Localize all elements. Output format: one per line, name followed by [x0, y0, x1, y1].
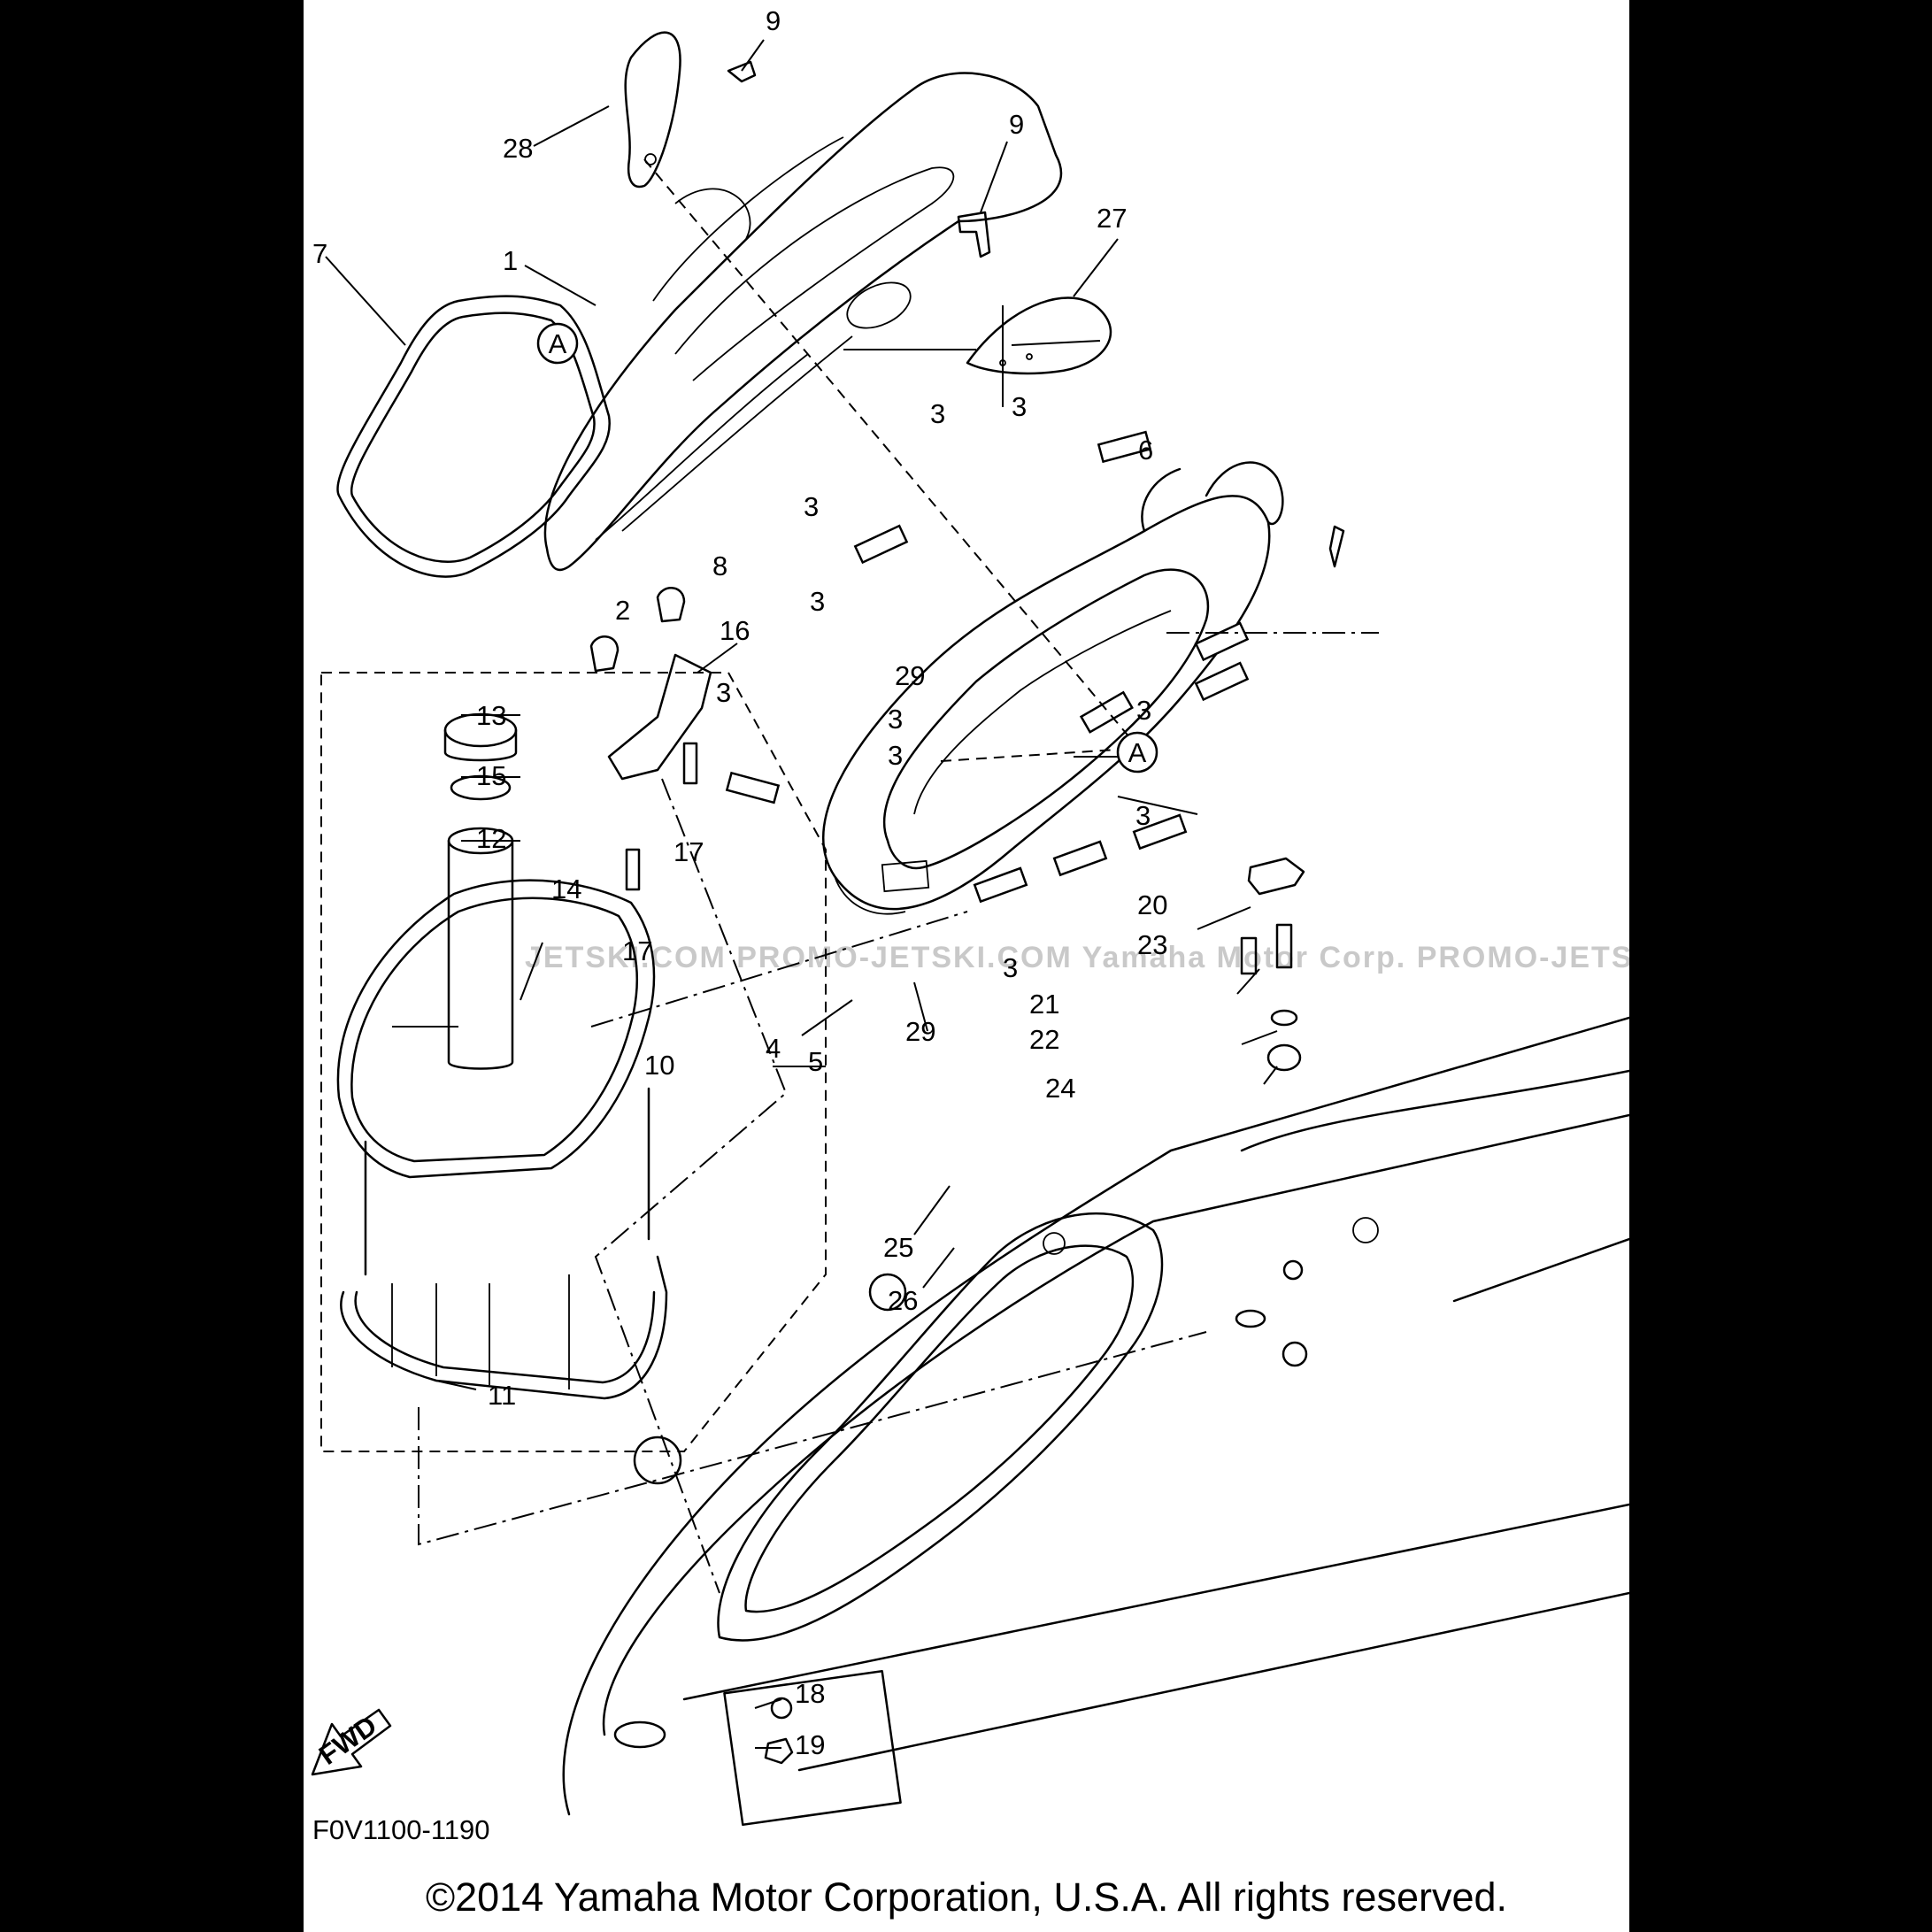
- part-28-cover: [624, 31, 681, 189]
- diagram-code: F0V1100-1190: [312, 1814, 490, 1845]
- assembly-line-4: [418, 1331, 1207, 1546]
- label-3-i: 3: [1135, 800, 1151, 831]
- label-7: 7: [312, 238, 327, 269]
- part-6-screw: [1328, 525, 1345, 568]
- parts-21-24-fasteners: [1240, 923, 1302, 1072]
- label-22: 22: [1029, 1024, 1059, 1055]
- label-3-j: 3: [1003, 952, 1018, 983]
- label-2: 2: [615, 595, 630, 626]
- label-24: 24: [1045, 1073, 1075, 1104]
- label-3-f: 3: [888, 704, 903, 735]
- parts-diagram: A A FWD 9 9 28 27 7 1 3 3 6: [311, 5, 1629, 1827]
- label-16: 16: [720, 615, 750, 646]
- assembly-line-1: [643, 158, 1154, 766]
- label-28: 28: [503, 133, 533, 164]
- label-1: 1: [503, 245, 518, 276]
- part-labels: 9 9 28 27 7 1 3 3 6 3 8 3 2 16 29 3 3 3 …: [312, 5, 1167, 1760]
- reference-marker-a-left: A: [536, 322, 579, 365]
- label-17-a: 17: [674, 836, 704, 867]
- watermark: JETSKI.COM PROMO-JETSKI.COM Yamaha Motor…: [525, 941, 1629, 974]
- reference-marker-a-right-text: A: [1128, 737, 1147, 768]
- reference-marker-a-right: A: [1116, 731, 1158, 774]
- part-20-bracket: [1247, 857, 1305, 896]
- label-3-b: 3: [1012, 391, 1027, 422]
- label-23: 23: [1137, 929, 1167, 960]
- label-17-b: 17: [622, 935, 652, 966]
- label-3-c: 3: [804, 491, 819, 522]
- label-25: 25: [883, 1232, 913, 1263]
- label-29-top: 29: [895, 660, 925, 691]
- label-12: 12: [476, 823, 506, 854]
- fwd-label: FWD: [313, 1710, 382, 1771]
- hinge-group: [589, 587, 712, 891]
- label-5: 5: [808, 1046, 823, 1077]
- label-18: 18: [795, 1678, 825, 1709]
- label-3-d: 3: [810, 586, 825, 617]
- label-3-h: 3: [888, 740, 903, 771]
- label-20: 20: [1137, 889, 1167, 920]
- label-6: 6: [1138, 435, 1153, 466]
- assembly-line-3: [594, 778, 788, 1594]
- label-13: 13: [476, 700, 506, 731]
- label-19: 19: [795, 1729, 825, 1760]
- part-7-seal: [336, 295, 612, 578]
- hood-cover: [543, 72, 1063, 572]
- assembly-line-2: [940, 747, 1145, 762]
- part-9-clip-right: [957, 211, 991, 258]
- assembly-line-6: [590, 911, 968, 1028]
- copyright-notice: ©2014 Yamaha Motor Corporation, U.S.A. A…: [425, 1874, 1508, 1920]
- label-26: 26: [888, 1285, 918, 1316]
- leader-lines: [325, 39, 1278, 1749]
- label-14: 14: [551, 874, 581, 904]
- hull-deck: [562, 1016, 1629, 1827]
- fwd-arrow: FWD: [311, 1708, 392, 1776]
- label-21: 21: [1029, 989, 1059, 1020]
- diagram-sheet: JETSKI.COM PROMO-JETSKI.COM Yamaha Motor…: [304, 0, 1629, 1932]
- label-3-a: 3: [930, 398, 945, 429]
- part-4-upper-deck: [822, 461, 1284, 915]
- part-10-group-box: [320, 672, 827, 1452]
- label-9-right: 9: [1009, 109, 1024, 140]
- part-27-cover: [966, 296, 1112, 375]
- storage-box: [336, 712, 668, 1400]
- reference-marker-a-left-text: A: [549, 328, 567, 359]
- label-9-top: 9: [766, 5, 781, 36]
- label-11: 11: [488, 1380, 516, 1411]
- label-27: 27: [1097, 203, 1127, 234]
- label-29-bottom: 29: [905, 1016, 935, 1047]
- part-9-clip-top: [727, 60, 757, 83]
- label-3-e: 3: [1136, 695, 1151, 726]
- label-8: 8: [712, 550, 727, 581]
- label-3-g: 3: [716, 677, 731, 708]
- label-10: 10: [644, 1050, 674, 1081]
- label-4: 4: [766, 1033, 781, 1064]
- label-15: 15: [476, 760, 506, 791]
